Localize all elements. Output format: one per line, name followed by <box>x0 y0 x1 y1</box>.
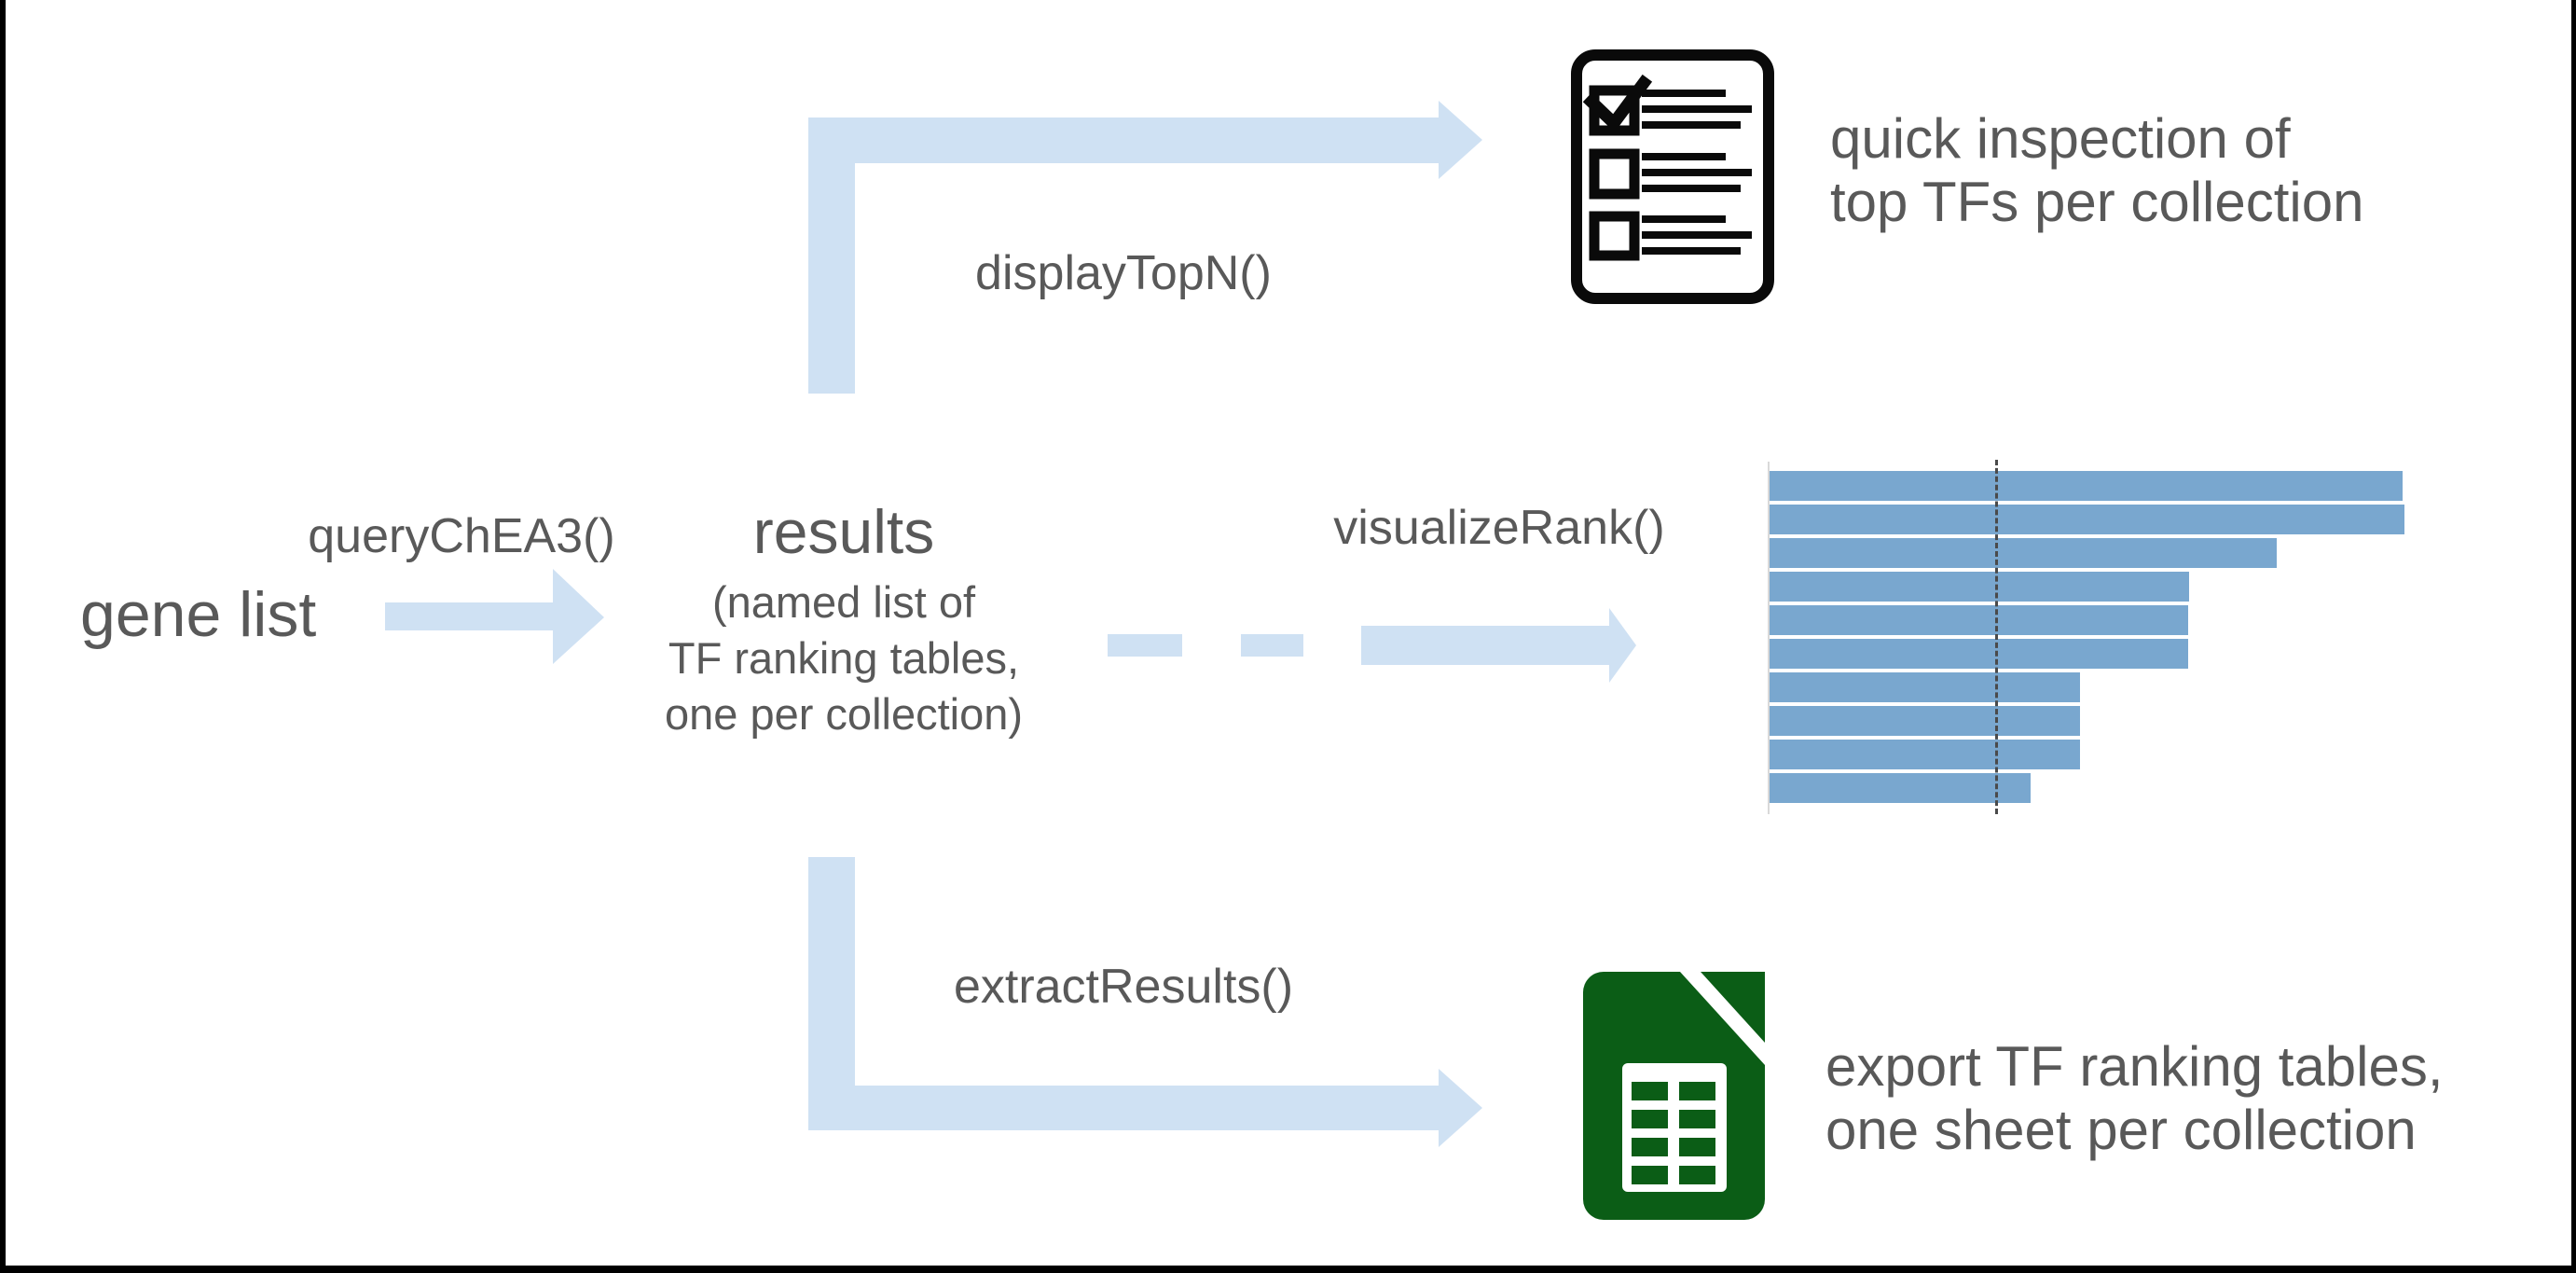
visualize-rank-label: visualizeRank() <box>1333 501 1665 555</box>
left-border <box>0 0 6 1273</box>
rank-bar <box>1770 605 2188 635</box>
chart-reference-line <box>1994 460 1998 814</box>
inspection-caption-line1: quick inspection of <box>1830 107 2291 170</box>
results-subtitle-line: TF ranking tables, <box>668 633 1020 683</box>
gene-list-node: gene list <box>80 579 317 650</box>
display-top-n-label: displayTopN() <box>975 246 1272 300</box>
results-node: results (named list of TF ranking tables… <box>653 501 1035 742</box>
rank-bar <box>1770 672 2080 702</box>
results-title: results <box>752 497 935 566</box>
checklist-icon <box>1571 49 1774 304</box>
gene-list-to-results-arrow <box>385 569 604 664</box>
results-subtitle-line: (named list of <box>711 577 976 627</box>
extract-results-label: extractResults() <box>953 960 1294 1014</box>
results-subtitle: (named list of TF ranking tables, one pe… <box>653 574 1035 742</box>
spreadsheet-icon <box>1583 972 1765 1220</box>
right-border <box>2571 0 2576 1273</box>
rank-bar <box>1770 740 2080 769</box>
query-chea3-label: queryChEA3() <box>308 509 615 563</box>
rank-bar <box>1770 773 2031 803</box>
results-to-chart-dashed-arrow <box>1108 608 1636 683</box>
export-caption: export TF ranking tables, one sheet per … <box>1825 1035 2444 1162</box>
rank-bar <box>1770 639 2188 669</box>
rank-bar <box>1770 572 2190 602</box>
inspection-caption: quick inspection of top TFs per collecti… <box>1830 107 2364 234</box>
export-caption-line1: export TF ranking tables, <box>1825 1035 2444 1098</box>
inspection-caption-line2: top TFs per collection <box>1830 171 2364 233</box>
export-caption-line2: one sheet per collection <box>1825 1099 2417 1161</box>
rank-bar <box>1770 471 2403 501</box>
results-subtitle-line: one per collection) <box>664 689 1024 739</box>
folded-corner <box>1701 972 1765 1043</box>
results-to-inspection-arrow <box>808 101 1482 394</box>
rank-bar <box>1770 706 2080 736</box>
chart-axis-line <box>1768 462 1770 814</box>
rank-bar <box>1770 538 2278 568</box>
chart-bars <box>1770 471 2404 807</box>
tf-rank-bar-chart <box>1768 460 2408 814</box>
results-to-export-arrow <box>808 857 1482 1147</box>
rank-bar <box>1770 505 2404 534</box>
bottom-border <box>0 1266 2576 1273</box>
